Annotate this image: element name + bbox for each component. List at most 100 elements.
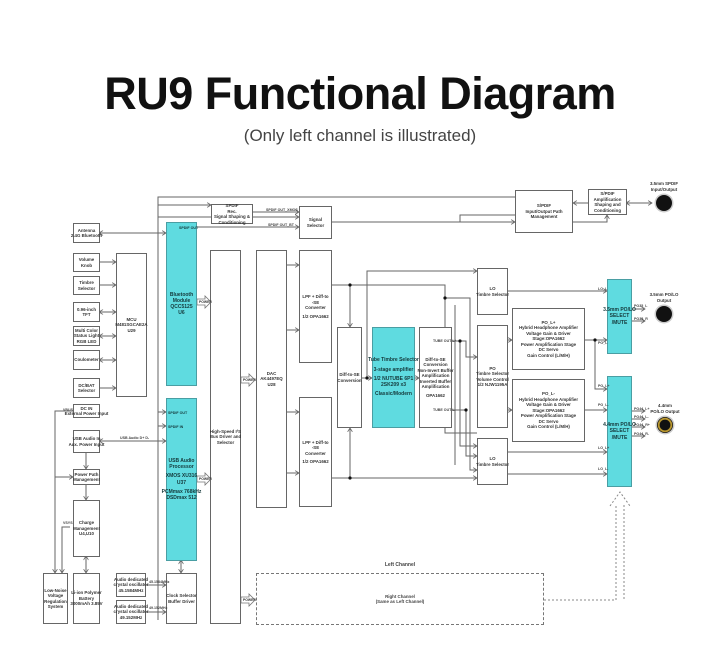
- block-text: TFT: [82, 312, 91, 317]
- wire: [459, 341, 477, 446]
- block-text: /MUTE: [611, 434, 628, 441]
- right-channel-title: Right Channel: [385, 594, 415, 599]
- block-text: Timbre: [79, 280, 94, 285]
- block-text: LO: [489, 286, 496, 291]
- block-text: crystal oscillator: [113, 582, 149, 588]
- junction-dot: [458, 339, 462, 343]
- block-text: DC/BAT: [78, 382, 95, 388]
- block-text: PO_L+: [541, 319, 556, 325]
- block-text: Diff-to-SE: [339, 372, 360, 377]
- right-channel-note: (Same as Left Channel): [375, 599, 425, 604]
- block-text: Inverted Buffer: [419, 378, 452, 384]
- block-text: Voltage Gain & Driver: [526, 330, 571, 336]
- wire: [55, 410, 73, 573]
- wire-label-po44_lp: PO44_L+: [634, 407, 650, 411]
- block-text: Hybrid Headphone Amplifier: [518, 325, 579, 331]
- block-text: Low-Noise: [44, 587, 67, 593]
- jack-label-line: PO/LO Output: [650, 408, 680, 414]
- block-text: Status Light: [73, 333, 100, 339]
- block-text: Voltage Gain & Driver: [526, 402, 571, 408]
- block-text: /MUTE: [611, 319, 628, 326]
- junction-dot: [593, 338, 597, 342]
- dashed-arrow-head: [609, 491, 631, 507]
- block-text: 3-stage amplifier: [373, 366, 414, 373]
- block-text: USB Audio: [168, 457, 195, 464]
- block-text: DC IN: [80, 405, 93, 411]
- block-text: SELECT: [609, 313, 630, 320]
- junction-dot: [443, 296, 447, 300]
- block-text: Gain Control (L/M/H): [527, 424, 570, 430]
- block-text: Module: [172, 297, 191, 304]
- block-text: RGB LED: [76, 338, 97, 344]
- block-text: High-Speed I²S: [209, 428, 242, 434]
- block-text: SELECT: [609, 428, 630, 435]
- block-text: Multi Color: [75, 327, 98, 333]
- block-text: PO: [489, 365, 496, 371]
- block-text: 49.152MHz: [119, 614, 143, 620]
- block-text: Classic/Modern: [375, 391, 412, 398]
- block-text: Conversion: [423, 362, 448, 368]
- block-text: LO: [489, 456, 496, 461]
- jack-label-line: Output: [656, 297, 672, 303]
- wire: [452, 340, 477, 357]
- junction-dot: [348, 476, 352, 480]
- block-text: DAC: [266, 370, 277, 376]
- block-text: OPA1662: [426, 392, 445, 398]
- block-text: Rec.: [227, 208, 237, 214]
- block-text: Selector: [77, 285, 96, 291]
- block-text: Amplification: [593, 196, 622, 202]
- block-text: Voltage: [47, 593, 64, 598]
- block-text: Volume Control: [476, 376, 509, 382]
- block-text: 3000mAh 3.85V: [70, 601, 103, 607]
- wire-label-po44_rp: PO44_R+: [634, 423, 650, 427]
- power-arrow-icon: [196, 295, 212, 309]
- wire: [465, 410, 477, 456]
- block-text: DC Servo: [538, 347, 559, 353]
- block-text: Timbre Selector: [475, 291, 510, 297]
- block-text: Processor: [169, 464, 194, 470]
- block-text: Li-ion Polymer: [71, 590, 102, 596]
- block-text: Tube Timbre Selector: [368, 357, 419, 364]
- block-text: S/PDIF: [536, 203, 552, 209]
- block-text: Selector: [216, 439, 235, 445]
- usb-spdif-out-label: SPDIF OUT: [168, 411, 188, 415]
- block-text: Stage:OPA1662: [532, 407, 565, 413]
- block-text: QCC5125: [170, 304, 193, 310]
- block-text: Knob: [80, 262, 93, 268]
- usb-spdif-in-label: SPDIF IN: [168, 425, 184, 429]
- block-text: Converter: [305, 305, 326, 310]
- block-coulometer: Coulometer: [73, 350, 100, 370]
- block-text: U29: [127, 327, 136, 333]
- block-text: U6: [178, 310, 185, 317]
- power-label: POWER: [199, 300, 212, 304]
- block-text: Diff-to-SE: [425, 356, 446, 362]
- block-text: 3.5mm PO/LO: [603, 307, 636, 314]
- wire-label-lo_lp: LO_L+: [598, 446, 610, 450]
- block-text: Conditioning: [593, 207, 622, 213]
- block-text: 1/2 NUTUBE 6P1: [373, 375, 414, 382]
- block-text: PO_L-: [542, 391, 555, 397]
- block-text: Shaping and: [594, 202, 621, 207]
- left-channel-label: Left Channel: [384, 562, 416, 568]
- block-text: External Power Input: [64, 411, 109, 416]
- right-channel-box: Right Channel (Same as Left Channel): [256, 573, 544, 625]
